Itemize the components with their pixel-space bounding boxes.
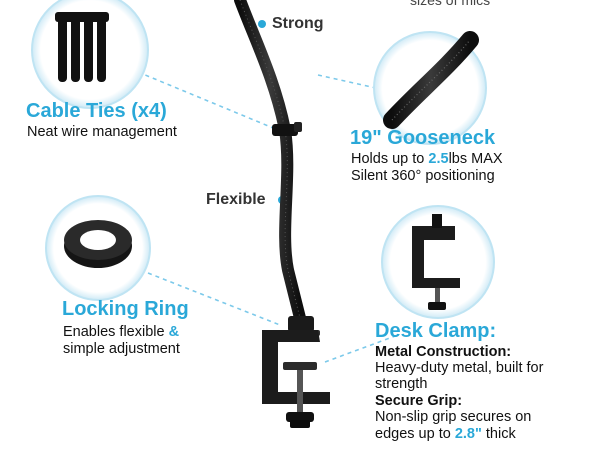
locking-ring-icon	[45, 195, 151, 301]
cable-ties-title: Cable Ties (x4)	[26, 100, 167, 122]
label-strong: Strong	[272, 15, 324, 32]
desk-clamp-icon	[381, 205, 495, 319]
desk-clamp-line3: Non-slip grip secures on	[375, 409, 532, 425]
top-cut-text: sizes of mics	[410, 0, 491, 8]
cable-ties-icon	[31, 0, 149, 109]
desk-clamp-line4: edges up to 2.8" thick	[375, 426, 516, 442]
label-flexible: Flexible	[206, 191, 266, 208]
gooseneck-line2: Silent 360° positioning	[351, 168, 495, 184]
locking-ring-line2: simple adjustment	[63, 341, 180, 357]
locking-ring-line1: Enables flexible &	[63, 324, 180, 340]
desk-clamp-heading-metal: Metal Construction:	[375, 344, 512, 360]
desk-clamp-line2: strength	[375, 376, 428, 392]
stand-clamp	[262, 316, 330, 428]
gooseneck-title: 19" Gooseneck	[350, 127, 496, 149]
gooseneck-line1: Holds up to 2.5lbs MAX	[351, 151, 503, 167]
locking-ring-title: Locking Ring	[62, 298, 189, 320]
desk-clamp-title: Desk Clamp:	[375, 320, 497, 342]
desk-clamp-heading-grip: Secure Grip:	[375, 393, 463, 409]
gooseneck-closeup-icon	[373, 31, 487, 145]
desk-clamp-line1: Heavy-duty metal, built for	[375, 360, 544, 376]
cable-ties-subtitle: Neat wire management	[27, 124, 177, 140]
strong-marker-dot	[258, 20, 266, 28]
gooseneck-arm	[234, 0, 306, 324]
